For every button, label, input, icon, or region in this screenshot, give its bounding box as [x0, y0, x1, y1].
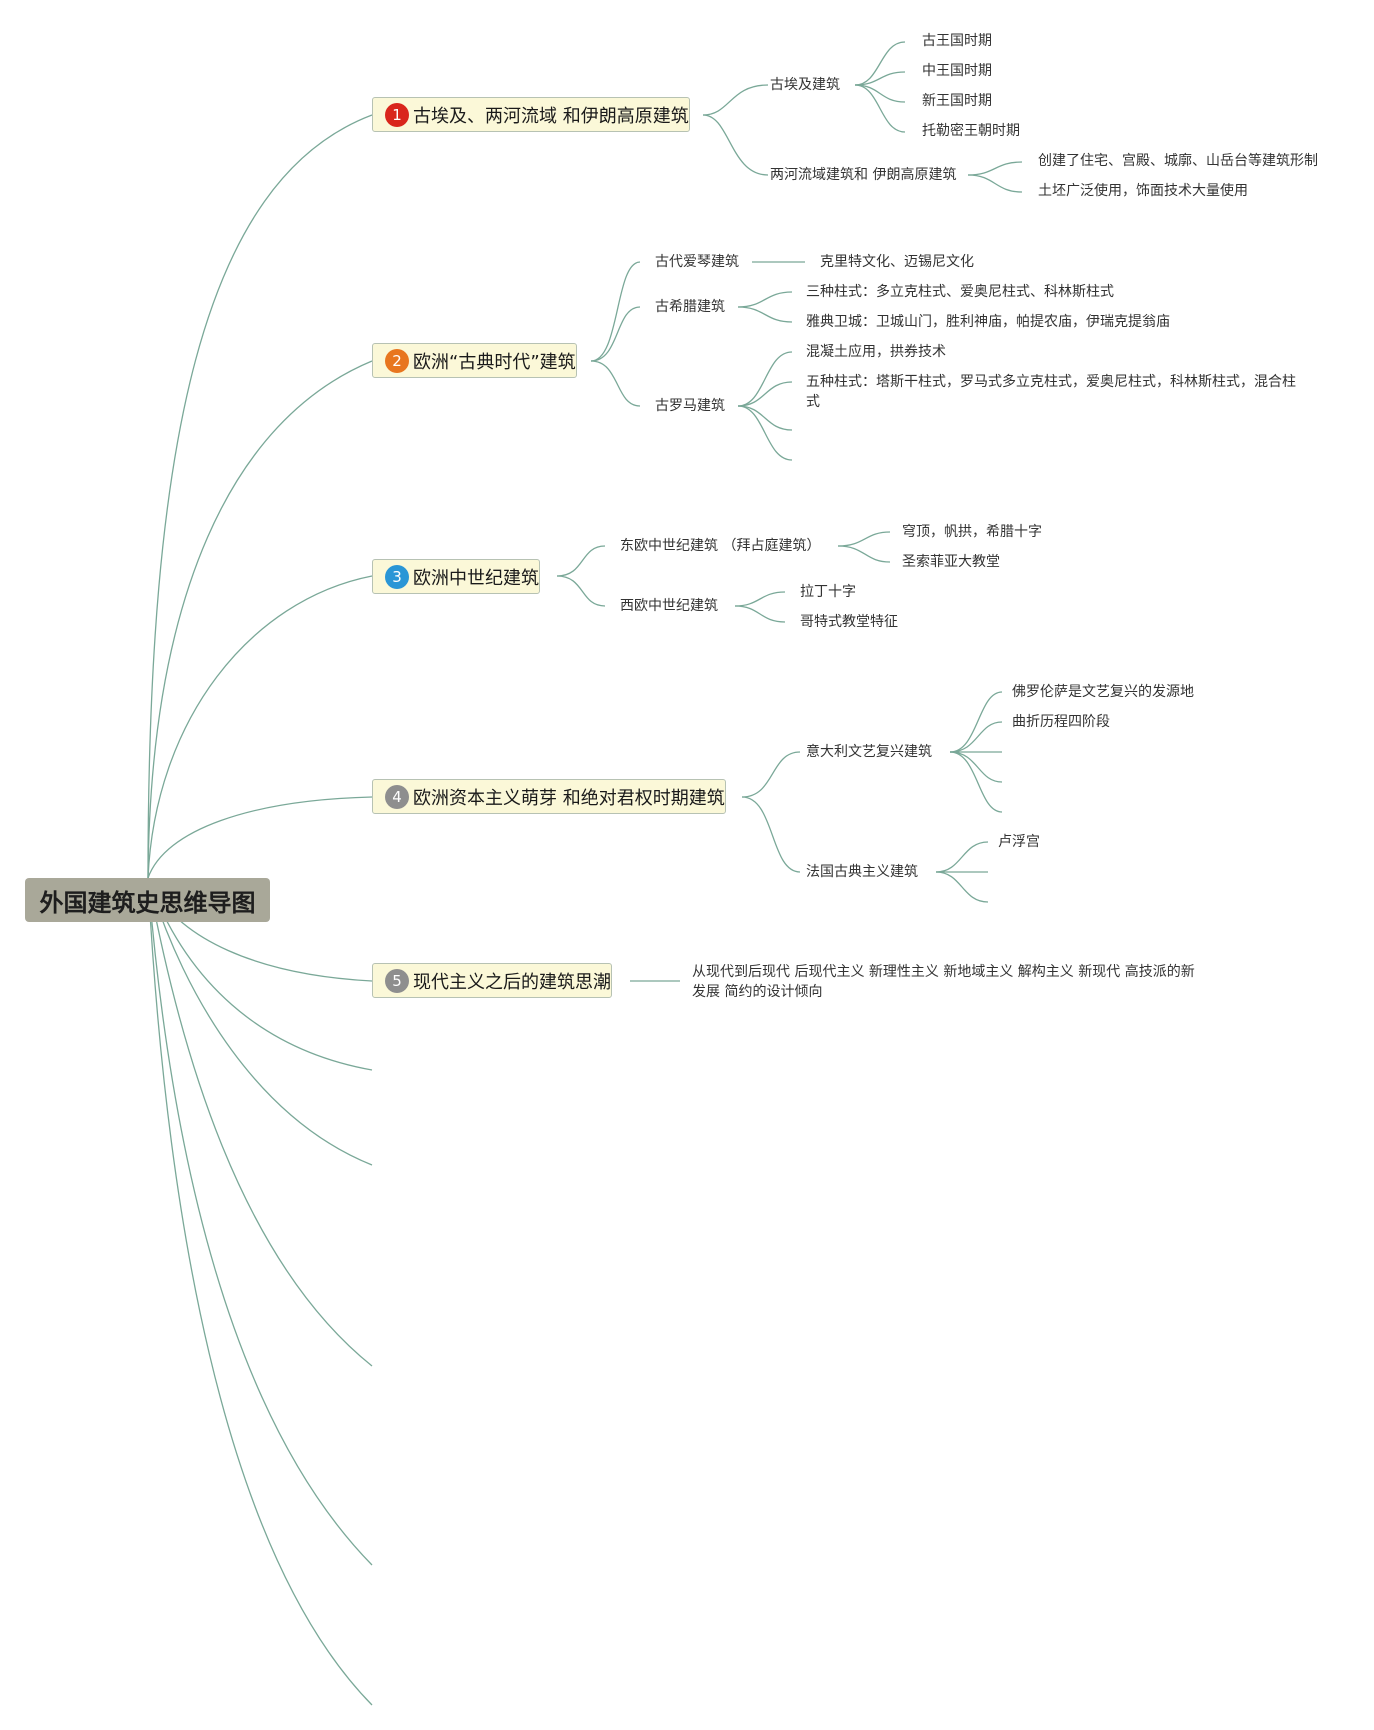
- leaf-middle-kingdom[interactable]: 中王国时期: [922, 63, 992, 79]
- topic-number-4-icon: 4: [385, 784, 409, 809]
- leaf-hagia-sophia[interactable]: 圣索菲亚大教堂: [902, 554, 1000, 570]
- topic-number-3-icon: 3: [385, 564, 409, 589]
- leaf-latin-cross[interactable]: 拉丁十字: [800, 584, 856, 600]
- main-topic-5[interactable]: 5 现代主义之后的建筑思潮: [372, 963, 612, 998]
- root-topic[interactable]: 外国建筑史思维导图: [25, 878, 270, 922]
- leaf-three-orders[interactable]: 三种柱式：多立克柱式、爱奥尼柱式、科林斯柱式: [806, 284, 1114, 300]
- subtopic-italian-renaissance[interactable]: 意大利文艺复兴建筑: [806, 744, 932, 760]
- leaf-acropolis[interactable]: 雅典卫城：卫城山门，胜利神庙，帕提农庙，伊瑞克提翁庙: [806, 314, 1170, 330]
- main-topic-3-label: 欧洲中世纪建筑: [413, 567, 539, 589]
- main-topic-5-label: 现代主义之后的建筑思潮: [413, 971, 611, 993]
- main-topic-4-label: 欧洲资本主义萌芽 和绝对君权时期建筑: [413, 787, 725, 809]
- root-link-9: [147, 877, 373, 1566]
- subtopic-byzantine[interactable]: 东欧中世纪建筑 （拜占庭建筑）: [620, 538, 821, 554]
- subtopic-aegean[interactable]: 古代爱琴建筑: [655, 254, 739, 270]
- root-link-1: [147, 114, 373, 879]
- leaf-ptolemaic[interactable]: 托勒密王朝时期: [922, 123, 1020, 139]
- subtopic-greek[interactable]: 古希腊建筑: [655, 299, 725, 315]
- leaf-adobe[interactable]: 土坯广泛使用，饰面技术大量使用: [1038, 183, 1248, 199]
- root-link-4: [147, 796, 373, 879]
- subtopic-french-classicism[interactable]: 法国古典主义建筑: [806, 864, 918, 880]
- root-link-10: [147, 877, 373, 1706]
- subtopic-egypt[interactable]: 古埃及建筑: [770, 77, 840, 93]
- leaf-four-stages[interactable]: 曲折历程四阶段: [1012, 714, 1110, 730]
- leaf-louvre[interactable]: 卢浮宫: [998, 834, 1040, 850]
- leaf-postmodern-trends[interactable]: 从现代到后现代 后现代主义 新理性主义 新地域主义 解构主义 新现代 高技派的新…: [692, 964, 1195, 1000]
- leaf-crete-mycenae[interactable]: 克里特文化、迈锡尼文化: [820, 254, 974, 270]
- leaf-dome[interactable]: 穹顶，帆拱，希腊十字: [902, 524, 1042, 540]
- leaf-concrete[interactable]: 混凝土应用，拱券技术: [806, 344, 946, 360]
- main-topic-2[interactable]: 2 欧洲“古典时代”建筑: [372, 343, 577, 378]
- root-link-8: [147, 877, 373, 1367]
- leaf-five-orders[interactable]: 五种柱式：塔斯干柱式，罗马式多立克柱式，爱奥尼柱式，科林斯柱式，混合柱式: [806, 374, 1296, 410]
- leaf-new-kingdom[interactable]: 新王国时期: [922, 93, 992, 109]
- topic-number-5-icon: 5: [385, 968, 409, 993]
- subtopic-western-medieval[interactable]: 西欧中世纪建筑: [620, 598, 718, 614]
- subtopic-roman[interactable]: 古罗马建筑: [655, 398, 725, 414]
- leaf-old-kingdom[interactable]: 古王国时期: [922, 33, 992, 49]
- main-topic-3[interactable]: 3 欧洲中世纪建筑: [372, 559, 540, 594]
- main-topic-2-label: 欧洲“古典时代”建筑: [413, 351, 576, 373]
- main-topic-4[interactable]: 4 欧洲资本主义萌芽 和绝对君权时期建筑: [372, 779, 726, 814]
- leaf-gothic[interactable]: 哥特式教堂特征: [800, 614, 898, 630]
- subtopic-mesopotamia-iran[interactable]: 两河流域建筑和 伊朗高原建筑: [770, 167, 957, 183]
- topic-number-1-icon: 1: [385, 102, 409, 127]
- root-link-7: [147, 877, 373, 1166]
- main-topic-1-label: 古埃及、两河流域 和伊朗高原建筑: [413, 105, 689, 127]
- leaf-florence[interactable]: 佛罗伦萨是文艺复兴的发源地: [1012, 684, 1194, 700]
- root-link-3: [147, 575, 373, 879]
- root-link-2: [147, 360, 373, 879]
- main-topic-1[interactable]: 1 古埃及、两河流域 和伊朗高原建筑: [372, 97, 690, 132]
- topic-number-2-icon: 2: [385, 348, 409, 373]
- leaf-building-types[interactable]: 创建了住宅、宫殿、城廓、山岳台等建筑形制: [1038, 153, 1318, 169]
